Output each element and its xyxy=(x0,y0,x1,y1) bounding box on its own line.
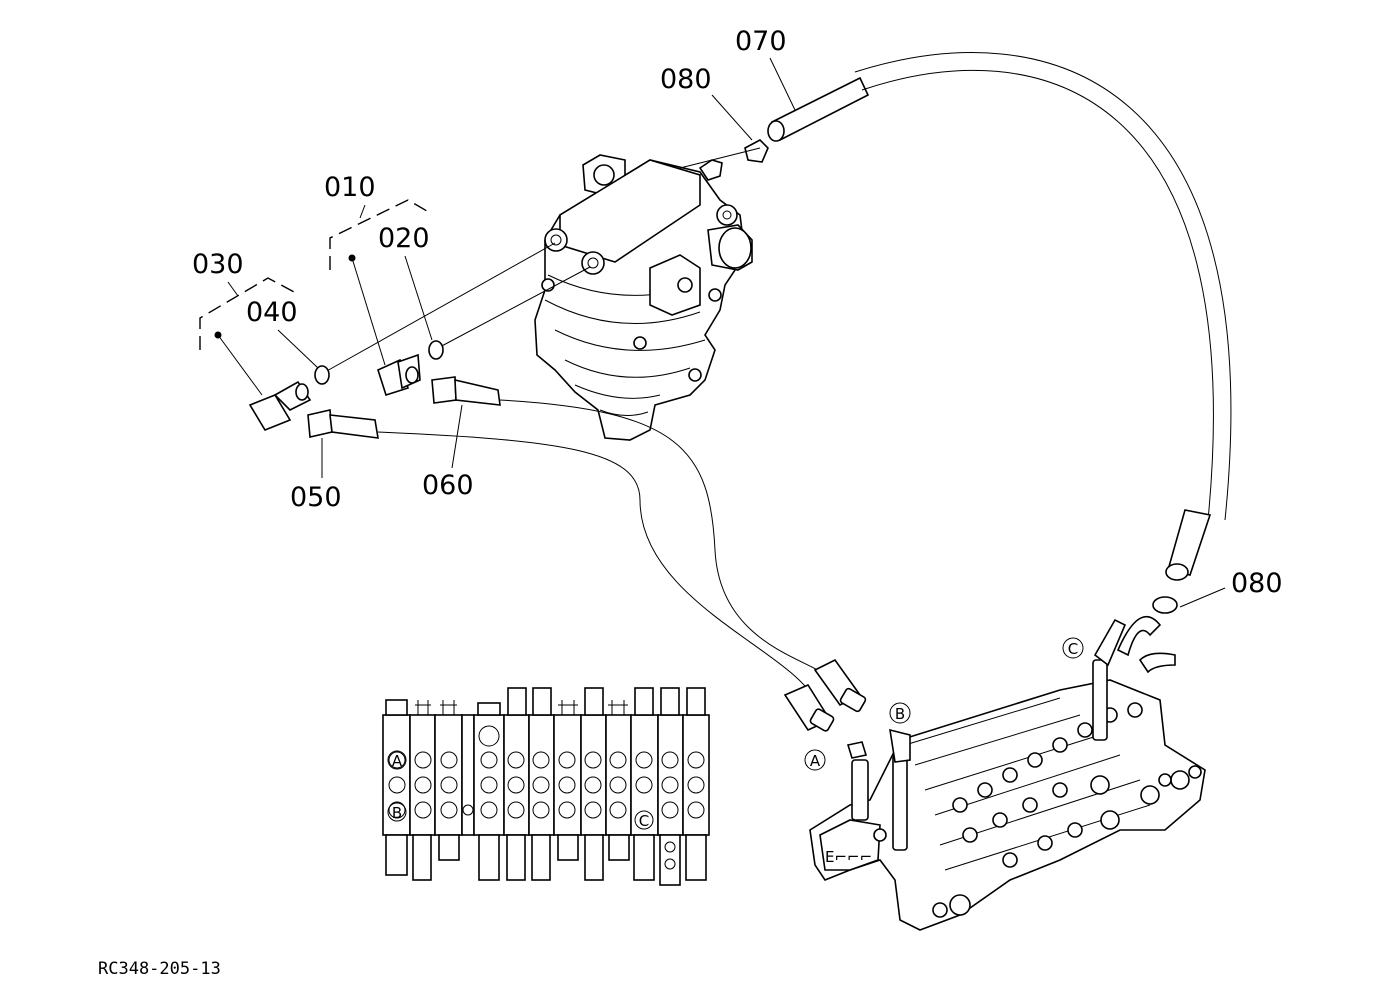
svg-text:A: A xyxy=(810,752,821,770)
control-valve-bank: E⌐⌐⌐ xyxy=(809,615,1206,931)
port-letter-b: B xyxy=(889,702,911,763)
pilot-hoses xyxy=(324,52,1232,732)
callout-080-right: 080 xyxy=(1231,568,1283,599)
callout-labels: 010 020 030 040 050 060 070 080 080 xyxy=(192,26,1283,599)
leader-lines xyxy=(227,57,1226,608)
valve-schematic: A B C xyxy=(382,687,710,886)
group-bracket-010 xyxy=(329,199,433,270)
pilot-valve-body xyxy=(534,154,753,441)
svg-text:E⌐⌐⌐: E⌐⌐⌐ xyxy=(825,848,872,866)
callout-030: 030 xyxy=(192,249,244,280)
port-letter-a: A xyxy=(804,741,868,771)
o-ring-020 xyxy=(428,340,444,360)
fitting-050 xyxy=(307,409,379,439)
callout-040: 040 xyxy=(246,297,298,328)
callout-010: 010 xyxy=(324,172,376,203)
schematic-letter-a: A xyxy=(392,752,403,770)
callout-050: 050 xyxy=(290,482,342,513)
adapter-010 xyxy=(348,254,421,397)
schematic-letter-c: C xyxy=(639,812,649,830)
valve-fittings xyxy=(873,702,1202,918)
callout-020: 020 xyxy=(378,223,430,254)
svg-text:C: C xyxy=(1068,640,1078,658)
svg-text:B: B xyxy=(895,705,905,723)
fitting-060 xyxy=(431,376,501,406)
group-bracket-030 xyxy=(199,277,295,350)
callout-070: 070 xyxy=(735,26,787,57)
callout-060: 060 xyxy=(422,470,474,501)
schematic-letter-b: B xyxy=(392,804,402,822)
port-letter-c: C xyxy=(1062,637,1084,659)
drawing-code: RC348-205-13 xyxy=(98,959,221,979)
adapter-030 xyxy=(214,331,312,431)
o-ring-040 xyxy=(314,365,330,385)
callout-080-top: 080 xyxy=(660,64,712,95)
